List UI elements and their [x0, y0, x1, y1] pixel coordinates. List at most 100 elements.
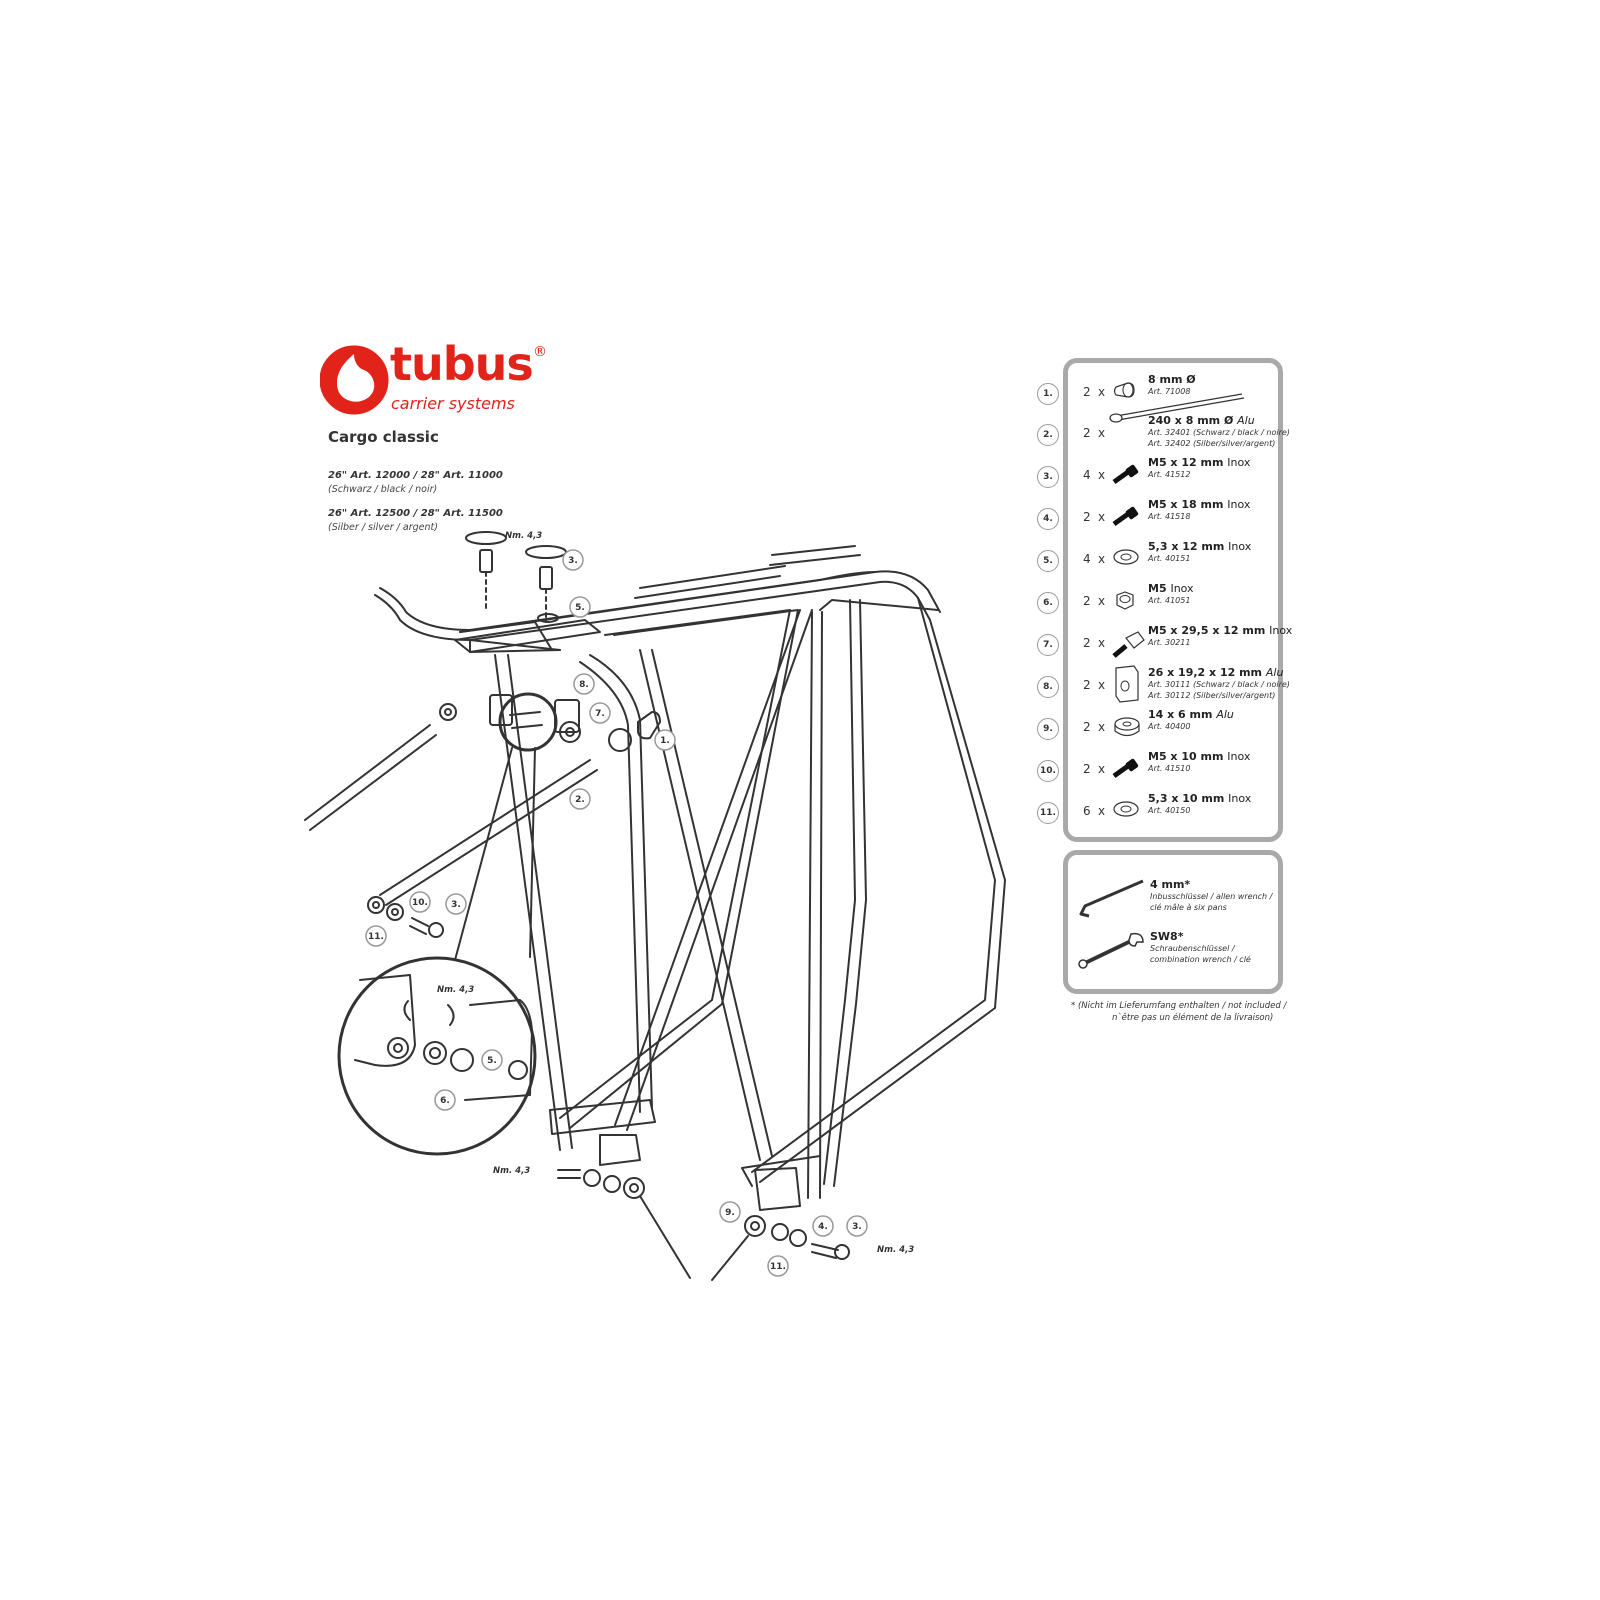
svg-text:11.: 11. — [770, 1262, 786, 1272]
part-article-line: Art. 30211 — [1148, 638, 1191, 647]
strut-parts — [304, 724, 598, 914]
part-size: 240 x 8 mm Ø — [1148, 414, 1234, 427]
tool-description-line: clé mâle à six pans — [1150, 903, 1227, 912]
end-cap-icon — [1112, 381, 1138, 405]
part-material: Inox — [1227, 456, 1251, 469]
svg-text:10.: 10. — [412, 898, 428, 908]
bracket-icon — [1112, 664, 1142, 708]
part-title: 26 x 19,2 x 12 mm Alu — [1148, 666, 1283, 679]
svg-text:1.: 1. — [660, 736, 670, 746]
part-number-badge: 11. — [1037, 802, 1059, 824]
adapter-bolt-icon — [1112, 626, 1146, 664]
rack-left-frame — [494, 609, 813, 1211]
torque-label-detail: Nm. 4,3 — [437, 985, 474, 995]
logo-drop-icon — [320, 345, 389, 415]
callout-4: 4. — [812, 1215, 834, 1237]
bolt-icon — [1112, 464, 1140, 490]
variant-black-finish: (Schwarz / black / noir) — [328, 484, 438, 495]
torque-label-left: Nm. 4,3 — [493, 1166, 530, 1176]
part-quantity: 2 — [1083, 385, 1091, 399]
rack-top-frame — [374, 545, 941, 653]
tool-description-line: Inbusschlüssel / allen wrench / — [1150, 892, 1273, 901]
part-times: x — [1098, 636, 1106, 650]
part-times: x — [1098, 594, 1106, 608]
part-times: x — [1098, 510, 1106, 524]
callout-11-right: 11. — [767, 1255, 789, 1277]
part-size: M5 x 29,5 x 12 mm — [1148, 624, 1266, 637]
part-article-line: Art. 40150 — [1148, 806, 1191, 815]
part-quantity: 2 — [1083, 426, 1091, 440]
callout-3-right: 3. — [846, 1215, 868, 1237]
part-number-badge: 6. — [1037, 592, 1059, 614]
callout-7: 7. — [589, 702, 611, 724]
callout-5-detail: 5. — [481, 1049, 503, 1071]
part-size: 5,3 x 10 mm — [1148, 792, 1225, 805]
part-material: Alu — [1265, 666, 1284, 679]
part-size: 5,3 x 12 mm — [1148, 540, 1225, 553]
registered-mark: ® — [533, 344, 547, 360]
part-article-line: Art. 32402 (Silber/silver/argent) — [1148, 439, 1276, 448]
svg-text:11.: 11. — [368, 932, 384, 942]
part-quantity: 2 — [1083, 678, 1091, 692]
callout-9: 9. — [719, 1201, 741, 1223]
parts-list-panel — [1063, 358, 1283, 842]
part-number-badge: 1. — [1037, 383, 1059, 405]
part-title: 5,3 x 12 mm Inox — [1148, 540, 1251, 553]
part-material: Inox — [1170, 582, 1194, 595]
part-article-line: Art. 41512 — [1148, 470, 1191, 479]
part-quantity: 2 — [1083, 636, 1091, 650]
part-quantity: 2 — [1083, 762, 1091, 776]
part-number-badge: 7. — [1037, 634, 1059, 656]
tool-description-line: Schraubenschlüssel / — [1150, 944, 1235, 953]
part-number-badge: 3. — [1037, 466, 1059, 488]
callout-3-left: 3. — [445, 893, 467, 915]
part-number-badge: 4. — [1037, 508, 1059, 530]
part-title: 8 mm Ø — [1148, 373, 1196, 386]
part-title: M5 Inox — [1148, 582, 1194, 595]
brand-tagline: carrier systems — [391, 394, 515, 413]
svg-text:6.: 6. — [440, 1096, 450, 1106]
callout-8: 8. — [573, 673, 595, 695]
tubus-logo — [320, 345, 389, 415]
tool-size: SW8* — [1150, 930, 1184, 943]
callout-1: 1. — [654, 729, 676, 751]
svg-text:5.: 5. — [487, 1056, 497, 1066]
part-size: M5 x 10 mm — [1148, 750, 1224, 763]
lower-right-hardware — [711, 1215, 850, 1281]
part-title: M5 x 29,5 x 12 mm Inox — [1148, 624, 1292, 637]
callout-5-top: 5. — [569, 596, 591, 618]
part-title: M5 x 18 mm Inox — [1148, 498, 1250, 511]
part-title: M5 x 12 mm Inox — [1148, 456, 1250, 469]
svg-text:7.: 7. — [595, 709, 605, 719]
part-times: x — [1098, 552, 1106, 566]
part-article-line: Art. 32401 (Schwarz / black / noire) — [1148, 428, 1290, 437]
part-times: x — [1098, 804, 1106, 818]
part-article-line: Art. 40400 — [1148, 722, 1191, 731]
svg-text:5.: 5. — [575, 603, 585, 613]
part-number-badge: 2. — [1037, 424, 1059, 446]
part-quantity: 4 — [1083, 552, 1091, 566]
footnote-line-1: * (Nicht im Lieferumfang enthalten / not… — [1071, 1001, 1287, 1011]
part-article-line: Art. 41510 — [1148, 764, 1191, 773]
part-article-line: Art. 40151 — [1148, 554, 1191, 563]
lower-left-hardware — [386, 903, 691, 1279]
callouts: 3. 5. 8. 7. 1. 2. 10. 3. — [365, 549, 868, 1277]
part-size: M5 — [1148, 582, 1167, 595]
part-size: M5 x 18 mm — [1148, 498, 1224, 511]
part-title: 5,3 x 10 mm Inox — [1148, 792, 1251, 805]
part-times: x — [1098, 762, 1106, 776]
spacer-icon — [1112, 716, 1142, 744]
part-article-line: Art. 41518 — [1148, 512, 1191, 521]
part-times: x — [1098, 468, 1106, 482]
part-number-badge: 5. — [1037, 550, 1059, 572]
part-article-line: Art. 71008 — [1148, 387, 1191, 396]
part-title: M5 x 10 mm Inox — [1148, 750, 1250, 763]
part-number-badge: 10. — [1037, 760, 1059, 782]
torque-labels: Nm. 4,3 Nm. 4,3 Nm. 4,3 Nm. 4,3 — [437, 531, 914, 1255]
svg-text:2.: 2. — [575, 795, 585, 805]
part-material: Inox — [1228, 540, 1252, 553]
part-material: Alu — [1216, 708, 1234, 721]
part-number-badge: 8. — [1037, 676, 1059, 698]
tools-panel — [1063, 850, 1283, 994]
